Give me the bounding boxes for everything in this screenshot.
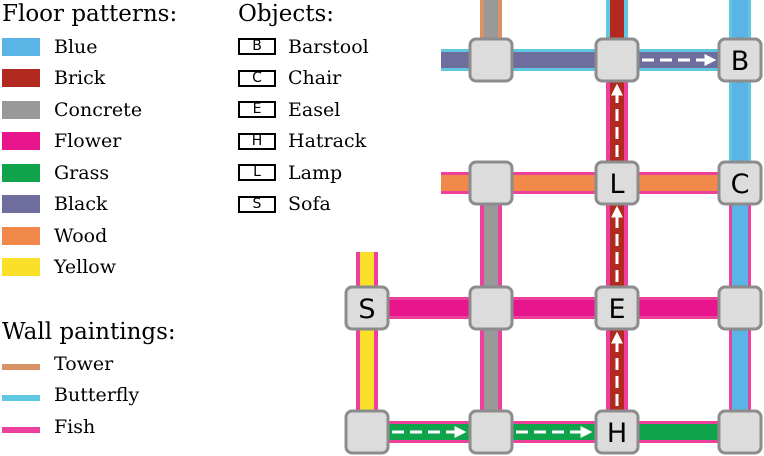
floor-item: Brick: [2, 63, 177, 95]
floor-item: Concrete: [2, 94, 177, 126]
wall-item: Fish: [2, 411, 176, 443]
floor-item: Black: [2, 189, 177, 221]
floor-swatch: [2, 258, 40, 277]
floor-label: Flower: [54, 130, 122, 153]
object-item: S Sofa: [238, 189, 369, 221]
floor-swatch: [2, 195, 40, 214]
object-item: H Hatrack: [238, 126, 369, 158]
floor-swatch: [2, 163, 40, 182]
map-node: [717, 160, 763, 206]
wall-legend: Wall paintings: Tower Butterfly Fish: [2, 318, 176, 443]
floor-item: Flower: [2, 126, 177, 158]
floor-item: Wood: [2, 220, 177, 252]
floor-label: Black: [54, 193, 108, 216]
floor-swatch: [2, 69, 40, 88]
map-node-label: B: [731, 46, 750, 77]
map-node-label: S: [358, 294, 375, 325]
map-node: [594, 160, 640, 206]
floor-label: Grass: [54, 161, 110, 184]
map-node: [468, 160, 514, 206]
object-letter-box: B: [238, 38, 276, 56]
map-node: [717, 37, 763, 83]
object-item: B Barstool: [238, 31, 369, 63]
floor-swatch: [2, 37, 40, 56]
map-node: [717, 285, 763, 331]
floor-label: Blue: [54, 35, 98, 58]
objects-legend: Objects: B Barstool C Chair E Easel H Hatrac…: [238, 0, 369, 220]
floor-item: Blue: [2, 31, 177, 63]
map-node: [468, 37, 514, 83]
object-label: Lamp: [288, 161, 343, 184]
floor-label: Brick: [54, 67, 106, 90]
floor-label: Yellow: [54, 256, 116, 279]
map-node: [344, 409, 390, 455]
wall-label: Tower: [54, 352, 114, 375]
map-node: [344, 285, 390, 331]
wall-swatch: [2, 363, 40, 370]
corridor-segment: [610, 0, 624, 42]
object-label: Barstool: [288, 35, 369, 58]
object-letter-box: E: [238, 101, 276, 119]
object-label: Hatrack: [288, 130, 367, 153]
wall-swatch: [2, 426, 40, 433]
object-letter-box: S: [238, 195, 276, 213]
floor-swatch: [2, 226, 40, 245]
map-node-label: H: [607, 418, 627, 449]
object-letter-box: L: [238, 164, 276, 182]
map-node: [468, 285, 514, 331]
node-group: B L C S E H: [344, 37, 763, 455]
map-node: [468, 409, 514, 455]
map-node-label: C: [731, 169, 750, 200]
map-node: [594, 285, 640, 331]
floor-legend-title: Floor patterns:: [2, 1, 178, 27]
map-node: [717, 409, 763, 455]
map-node: [594, 37, 640, 83]
map-node: [594, 409, 640, 455]
floor-item: Yellow: [2, 252, 177, 284]
wall-item: Butterfly: [2, 380, 176, 412]
corridor-segment: [360, 252, 374, 432]
object-item: E Easel: [238, 94, 369, 126]
wall-label: Fish: [54, 415, 96, 438]
map-node-label: L: [609, 169, 624, 200]
corridor-segment: [367, 300, 740, 316]
objects-legend-title: Objects:: [238, 1, 334, 27]
object-item: C Chair: [238, 63, 369, 95]
object-label: Easel: [288, 98, 341, 121]
wall-legend-title: Wall paintings:: [2, 319, 176, 345]
floor-label: Wood: [54, 224, 108, 247]
corridor-segment: [441, 175, 740, 191]
floor-item: Grass: [2, 157, 177, 189]
object-label: Chair: [288, 67, 342, 90]
floor-swatch: [2, 100, 40, 119]
object-label: Sofa: [288, 193, 331, 216]
object-letter-box: C: [238, 69, 276, 87]
map-node-label: E: [608, 294, 625, 325]
wall-label: Butterfly: [54, 384, 140, 407]
corridor-segment: [441, 52, 740, 68]
corridor-segment: [732, 0, 748, 182]
wall-item: Tower: [2, 348, 176, 380]
wall-swatch: [2, 395, 40, 402]
object-letter-box: H: [238, 132, 276, 150]
object-item: L Lamp: [238, 157, 369, 189]
floor-label: Concrete: [54, 98, 143, 121]
floor-legend: Floor patterns: Blue Brick Concrete Flow…: [2, 0, 177, 283]
floor-swatch: [2, 132, 40, 151]
